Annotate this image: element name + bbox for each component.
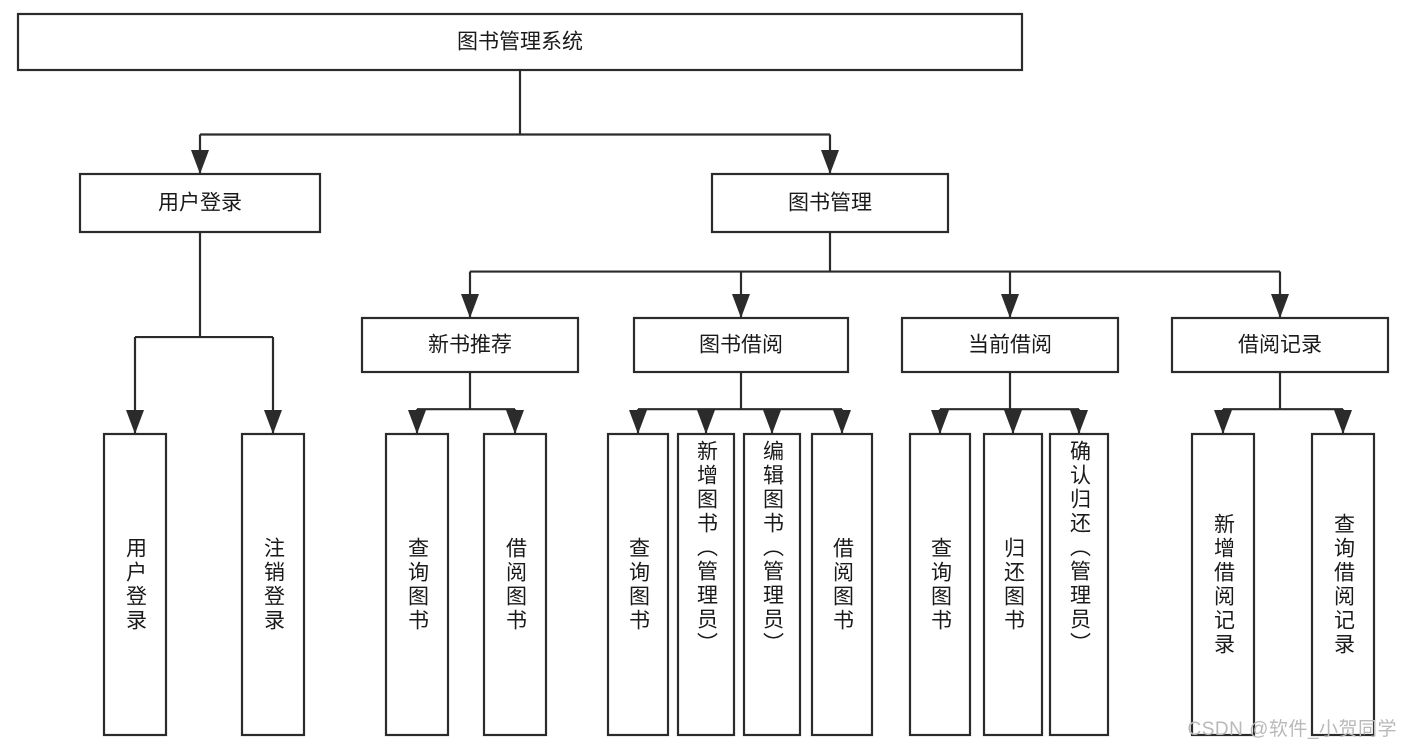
csdn-watermark: CSDN @软件_小贺同学 xyxy=(1187,719,1397,740)
arrow-icon-leaf-query-book-cur xyxy=(931,410,949,434)
arrow-icon-leaf-query-record xyxy=(1334,410,1352,434)
node-label-root: 图书管理系统 xyxy=(457,31,583,54)
arrow-icon-leaf-edit-book xyxy=(763,410,781,434)
node-label-borrow-record: 借阅记录 xyxy=(1238,334,1322,357)
node-box-root[interactable] xyxy=(16,12,1024,72)
node-box-borrow-record[interactable] xyxy=(1170,316,1390,374)
arrow-icon-book-manage xyxy=(821,150,839,174)
arrow-icon-book-borrow xyxy=(732,294,750,318)
node-box-book-borrow[interactable] xyxy=(632,316,850,374)
arrow-icon-current-borrow xyxy=(1001,294,1019,318)
leaf-box-leaf-user-login[interactable] xyxy=(102,432,168,737)
leaf-box-leaf-query-book-borrow[interactable] xyxy=(606,432,670,737)
arrow-icon-leaf-borrow-book xyxy=(833,410,851,434)
node-label-new-book-rec: 新书推荐 xyxy=(428,334,512,357)
leaf-box-leaf-confirm-return[interactable] xyxy=(1048,432,1110,737)
leaf-box-leaf-return-book[interactable] xyxy=(982,432,1044,737)
leaf-box-leaf-query-book-rec[interactable] xyxy=(384,432,450,737)
arrow-icon-leaf-logout xyxy=(264,410,282,434)
node-boxes-layer xyxy=(16,12,1390,737)
node-box-new-book-rec[interactable] xyxy=(360,316,580,374)
leaf-box-leaf-borrow-book[interactable] xyxy=(810,432,874,737)
arrow-icon-leaf-borrow-book-rec xyxy=(506,410,524,434)
arrow-icon-leaf-user-login xyxy=(126,410,144,434)
leaf-box-leaf-logout[interactable] xyxy=(240,432,306,737)
arrow-icon-new-book-rec xyxy=(461,294,479,318)
arrow-icon-user-login xyxy=(191,150,209,174)
arrow-icon-leaf-query-book-rec xyxy=(408,410,426,434)
node-label-book-borrow: 图书借阅 xyxy=(699,334,783,357)
leaf-box-leaf-add-record[interactable] xyxy=(1190,432,1256,737)
leaf-box-leaf-add-book[interactable] xyxy=(676,432,736,737)
leaf-box-leaf-query-book-cur[interactable] xyxy=(908,432,972,737)
node-label-book-manage: 图书管理 xyxy=(788,192,872,215)
arrow-icon-borrow-record xyxy=(1271,294,1289,318)
arrow-icon-leaf-query-book-borrow xyxy=(629,410,647,434)
arrow-icon-leaf-confirm-return xyxy=(1070,410,1088,434)
node-box-book-manage[interactable] xyxy=(710,172,950,234)
leaf-box-leaf-query-record[interactable] xyxy=(1310,432,1376,737)
node-box-current-borrow[interactable] xyxy=(900,316,1120,374)
node-box-user-login[interactable] xyxy=(78,172,322,234)
arrow-icon-leaf-add-book xyxy=(697,410,715,434)
node-label-user-login: 用户登录 xyxy=(158,192,242,215)
arrow-icon-leaf-add-record xyxy=(1214,410,1232,434)
arrow-icon-leaf-return-book xyxy=(1004,410,1022,434)
leaf-box-leaf-borrow-book-rec[interactable] xyxy=(482,432,548,737)
node-label-current-borrow: 当前借阅 xyxy=(968,334,1052,357)
connectors-layer xyxy=(126,70,1352,434)
leaf-box-leaf-edit-book[interactable] xyxy=(742,432,802,737)
